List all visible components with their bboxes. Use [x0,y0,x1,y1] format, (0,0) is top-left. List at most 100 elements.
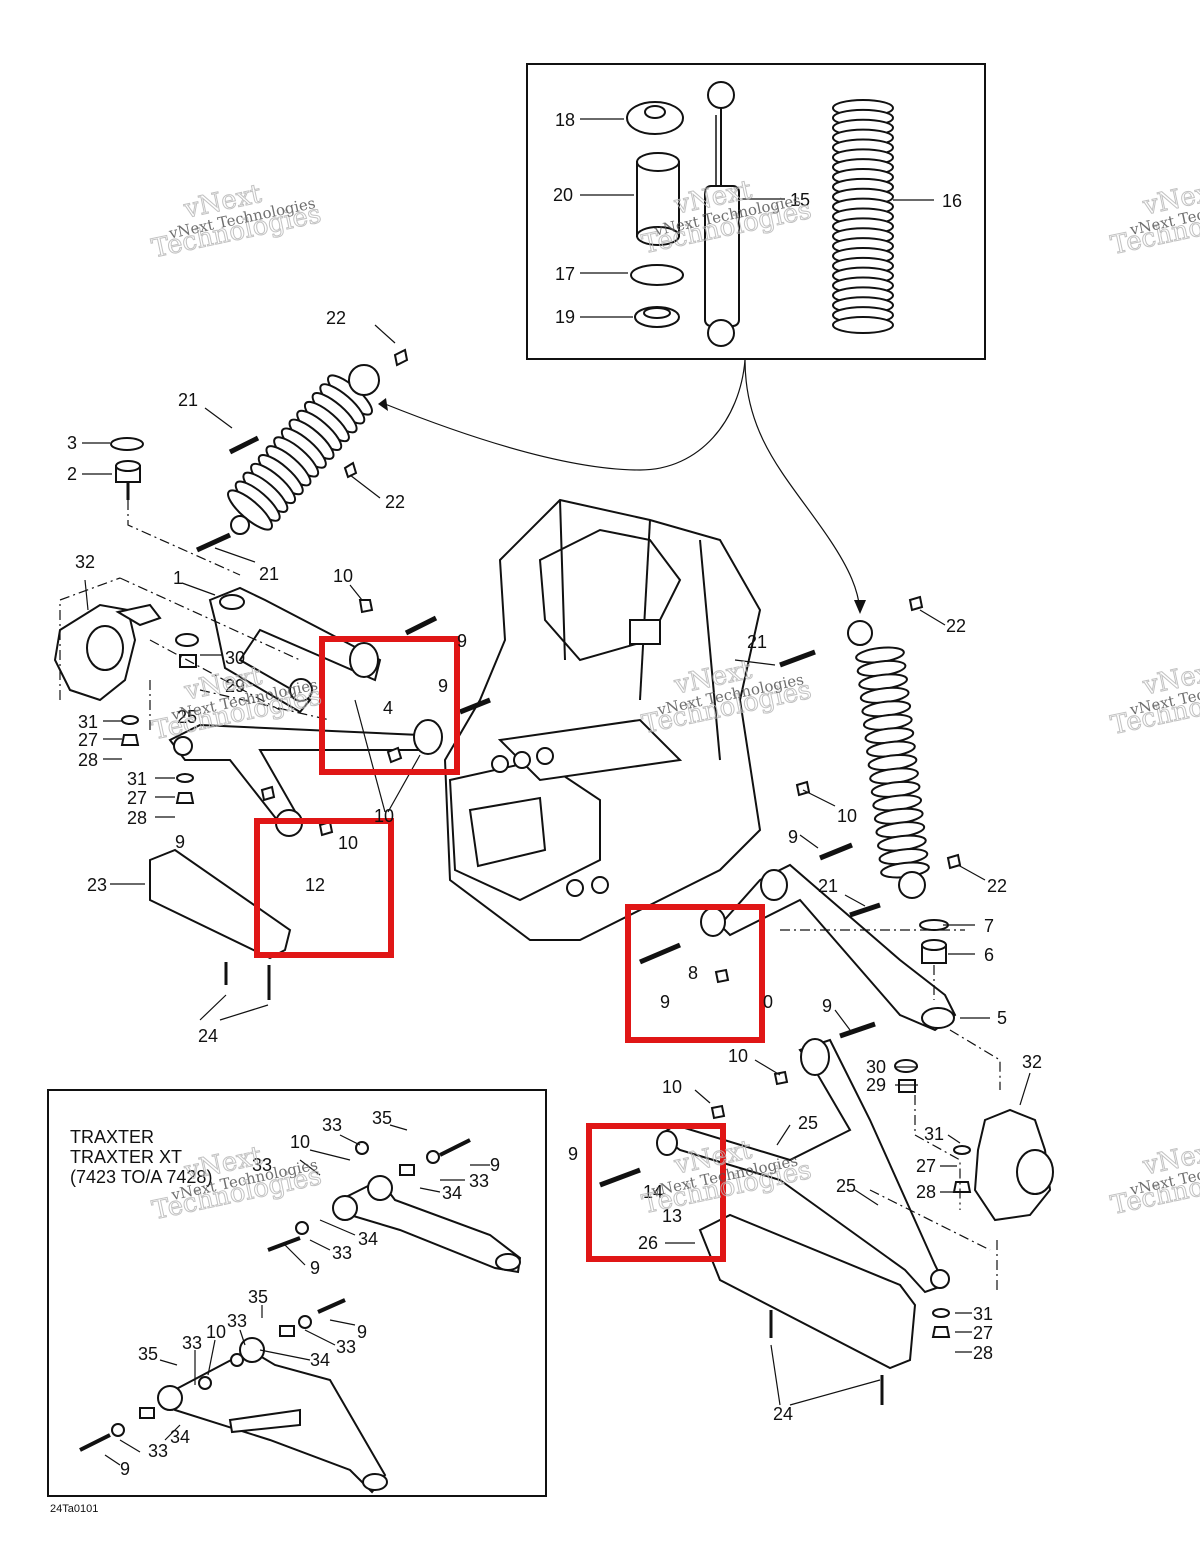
callout-16: 16 [942,191,962,211]
callout-22: 22 [946,616,966,636]
inset-callout-labels: 33 35 10 33 9 33 34 34 33 9 35 33 10 33 … [120,1108,500,1479]
callout-24: 24 [198,1026,218,1046]
inset-callout-33: 33 [469,1171,489,1191]
highlight-box-bushing-8 [625,904,765,1043]
damper-part [704,81,740,347]
callout-21: 21 [747,632,767,652]
callout-21: 21 [259,564,279,584]
callout-28: 28 [127,808,147,828]
leader-lines [82,324,1031,1406]
coil-spring-part [832,99,894,334]
callout-12: 12 [305,875,325,895]
bushing-4 [349,599,491,764]
callout-25: 25 [798,1113,818,1133]
inset-lower-a-arm [79,1298,388,1494]
inset-callout-33: 33 [227,1311,247,1331]
callout-21: 21 [818,876,838,896]
traxter-inset: TRAXTER TRAXTER XT (7423 TO/A 7428) [47,1089,547,1497]
ball-joint-left [110,437,144,500]
callout-30: 30 [225,648,245,668]
callout-22: 22 [326,308,346,328]
callout-29: 29 [225,676,245,696]
callout-8: 8 [688,963,698,983]
inset-title-line1: TRAXTER [70,1127,154,1147]
left-skid-plate [149,848,292,1000]
sleeve-part [636,152,680,246]
left-shock-absorber [195,348,409,553]
callout-15: 15 [790,190,810,210]
inset-callout-9: 9 [357,1322,367,1342]
callout-9: 9 [568,1144,578,1164]
callout-27: 27 [78,730,98,750]
right-upper-a-arm [639,842,957,1032]
callout-19: 19 [555,307,575,327]
callout-2: 2 [67,464,77,484]
callout-10: 0 [763,992,773,1012]
callout-22: 22 [385,492,405,512]
highlight-box-bushing-12 [254,818,394,958]
inset-callout-34: 34 [358,1229,378,1249]
inset-callout-10: 10 [206,1322,226,1342]
callout-10: 10 [333,566,353,586]
highlight-box-bushing-14 [586,1123,726,1262]
hardware-stacks [120,633,972,1338]
ring-part [630,264,684,286]
callout-31: 31 [924,1124,944,1144]
callout-27: 27 [127,788,147,808]
callout-20: 20 [553,185,573,205]
left-upper-a-arm [208,586,382,714]
right-skid-plate [698,1213,917,1405]
callout-31: 31 [78,712,98,732]
inset-callout-35: 35 [248,1287,268,1307]
inset-upper-a-arm [267,1138,522,1274]
callout-22: 22 [987,876,1007,896]
callout-18: 18 [555,110,575,130]
callout-10: 10 [728,1046,748,1066]
callout-30: 30 [866,1057,886,1077]
callout-32: 32 [1022,1052,1042,1072]
bushing-part [634,306,680,328]
callout-labels: 18 20 17 19 15 16 22 21 3 2 22 32 1 21 1… [67,110,1042,1424]
right-lower-a-arm [599,1021,950,1294]
callout-10: 10 [338,833,358,853]
callout-9: 9 [822,996,832,1016]
callout-31: 31 [127,769,147,789]
callout-21: 21 [178,390,198,410]
callout-17: 17 [555,264,575,284]
callout-27: 27 [973,1323,993,1343]
callout-13: 13 [662,1206,682,1226]
right-knuckle [973,1108,1054,1222]
callout-23: 23 [87,875,107,895]
callout-27: 27 [916,1156,936,1176]
callout-9: 9 [457,631,467,651]
callout-10: 10 [374,806,394,826]
callout-10: 10 [662,1077,682,1097]
inset-callout-33: 33 [322,1115,342,1135]
inset-callout-33: 33 [148,1441,168,1461]
inset-callout-35: 35 [138,1344,158,1364]
vehicle-frame [443,498,762,941]
callout-32: 32 [75,552,95,572]
callout-1: 1 [173,568,183,588]
figure-code: 24Ta0101 [50,1503,98,1515]
inset-callout-33: 33 [182,1333,202,1353]
callout-25: 25 [177,707,197,727]
watermark: vNext Technologies vNext Technologies [149,179,325,265]
spring-seat-part [626,101,684,135]
inset-title-line2: TRAXTER XT [70,1147,182,1167]
callout-9: 9 [175,832,185,852]
inset-callout-34: 34 [170,1427,190,1447]
inset-callout-10: 10 [290,1132,310,1152]
highlight-box-bushing-4 [319,636,460,775]
right-shock-absorber [779,595,962,918]
callout-9: 9 [660,992,670,1012]
inset-callout-33: 33 [336,1337,356,1357]
callout-5: 5 [997,1008,1007,1028]
callout-28: 28 [973,1343,993,1363]
inset-callout-35: 35 [372,1108,392,1128]
watermark: vNext Technologies vNext Technologies [1108,1135,1200,1221]
callout-28: 28 [78,750,98,770]
assembly-lines [59,500,1001,1290]
inset-callout-34: 34 [442,1183,462,1203]
callout-10: 10 [837,806,857,826]
